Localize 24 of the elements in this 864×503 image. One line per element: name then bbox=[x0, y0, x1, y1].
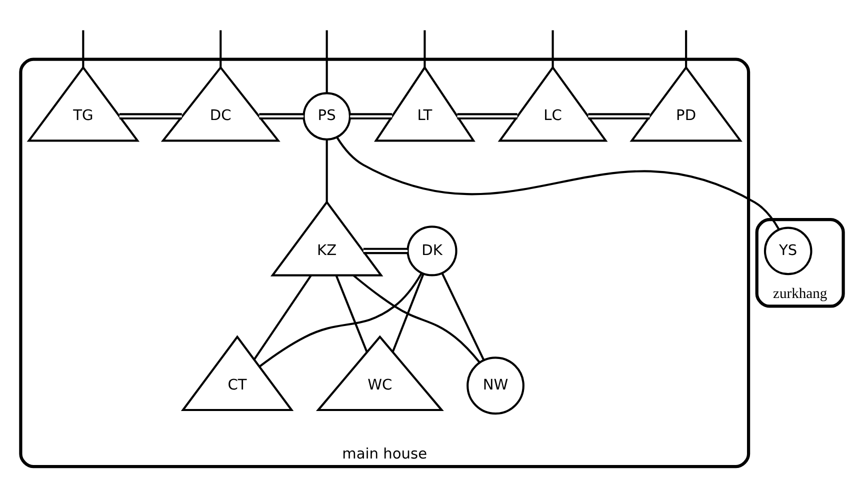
connector bbox=[335, 274, 368, 352]
connector bbox=[392, 273, 424, 352]
connector bbox=[258, 272, 422, 367]
node-circle: YS bbox=[764, 226, 812, 275]
connector bbox=[424, 30, 426, 67]
node-circle: DK bbox=[406, 225, 458, 276]
connector bbox=[552, 30, 554, 67]
connector bbox=[588, 112, 650, 119]
connector bbox=[254, 274, 312, 360]
connector bbox=[363, 247, 408, 254]
connector bbox=[685, 30, 688, 67]
connector bbox=[259, 112, 304, 119]
connector bbox=[220, 30, 222, 67]
connector bbox=[119, 112, 182, 119]
node-circle: PS bbox=[302, 92, 351, 140]
connector bbox=[82, 30, 84, 67]
connector bbox=[441, 272, 485, 360]
connector bbox=[350, 112, 392, 119]
connector bbox=[326, 139, 328, 202]
node-circle: NW bbox=[466, 356, 524, 414]
connector bbox=[326, 30, 328, 93]
connector bbox=[352, 274, 481, 363]
connector bbox=[336, 136, 780, 230]
connector bbox=[457, 112, 518, 119]
